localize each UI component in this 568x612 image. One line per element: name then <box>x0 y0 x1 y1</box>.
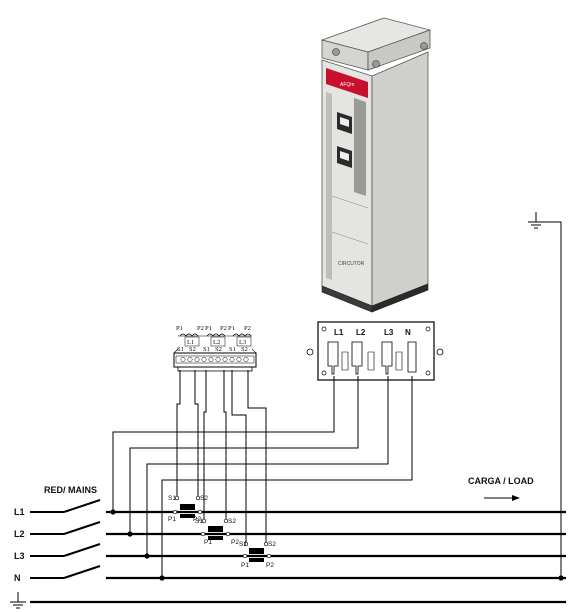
ct-phase-label-l1: L1 <box>187 339 194 346</box>
switch-l3 <box>63 543 101 557</box>
cabinet-brand-panel <box>326 68 368 98</box>
ct-l2-p1: P1 <box>204 539 212 546</box>
ct-top-label-3: P1 <box>205 325 212 332</box>
earth-icon <box>528 212 544 229</box>
ct-top-label-6: P2 <box>244 325 251 332</box>
ct-l2-s1: S1 <box>195 518 203 525</box>
switch-l2 <box>63 521 101 535</box>
ct-l1-p1: P1 <box>168 516 176 523</box>
ct-top-label-1: P1 <box>176 325 183 332</box>
ct-l3-p1: P1 <box>241 562 249 569</box>
ct-l3-s2: S2 <box>268 541 276 548</box>
ct-l1-s2: S2 <box>200 495 208 502</box>
ct-l1-p2: P2 <box>193 516 201 523</box>
line-label-l2: L2 <box>14 529 25 539</box>
terminal-label-l2: L2 <box>356 328 366 337</box>
ct-top-label-2: P2 <box>197 325 204 332</box>
ct-top-label-5: P1 <box>228 325 235 332</box>
ct-s-label-2: S2 <box>189 346 196 353</box>
ct-phase-label-l3: L3 <box>239 339 246 346</box>
ct-s-label-1: S1 <box>177 346 184 353</box>
line-label-l1: L1 <box>14 507 25 517</box>
ct-s-label-3: S1 <box>203 346 210 353</box>
ct-l3-p2: P2 <box>266 562 274 569</box>
ct-s-label-4: S2 <box>215 346 222 353</box>
load-label: CARGA / LOAD <box>468 476 534 486</box>
mains-switches <box>30 499 101 579</box>
junctions <box>110 509 564 581</box>
ct-l2: S1 S2 P1 P2 <box>195 518 239 546</box>
ct-l2-s2: S2 <box>228 518 236 525</box>
wiring <box>112 221 562 578</box>
switch-n <box>63 565 101 579</box>
ct-s-label-5: S1 <box>229 346 236 353</box>
ct-l1: S1 S2 P1 P2 <box>168 495 208 523</box>
terminal-label-l3: L3 <box>384 328 394 337</box>
filter-cabinet: AFQm CIRCUTOR <box>320 17 432 313</box>
ct-terminal-strip: P1 P2 P1 P2 P1 P2 L1 L2 L3 S1 S2 S1 S2 S… <box>173 325 257 372</box>
ct-l3-s1: S1 <box>239 541 247 548</box>
terminal-label-l1: L1 <box>334 328 344 337</box>
terminal-block: L1 L2 L3 N <box>306 321 444 381</box>
line-label-l3: L3 <box>14 551 25 561</box>
switch-l1 <box>63 499 101 513</box>
ct-l1-s1: S1 <box>168 495 176 502</box>
line-label-n: N <box>14 573 21 583</box>
cabinet-brand: AFQm <box>340 82 354 88</box>
earth-icon-mains <box>10 592 26 609</box>
ct-l2-p2: P2 <box>231 539 239 546</box>
ct-top-label-4: P2 <box>220 325 227 332</box>
busbars <box>30 510 566 604</box>
ct-l3: S1 S2 P1 P2 <box>239 541 276 569</box>
ct-s-label-6: S2 <box>241 346 248 353</box>
ct-phase-label-l2: L2 <box>213 339 220 346</box>
mains-label: RED/ MAINS <box>44 485 97 495</box>
cabinet-maker: CIRCUTOR <box>338 261 365 267</box>
load-arrow-icon <box>484 495 520 501</box>
terminal-label-n: N <box>405 328 411 337</box>
